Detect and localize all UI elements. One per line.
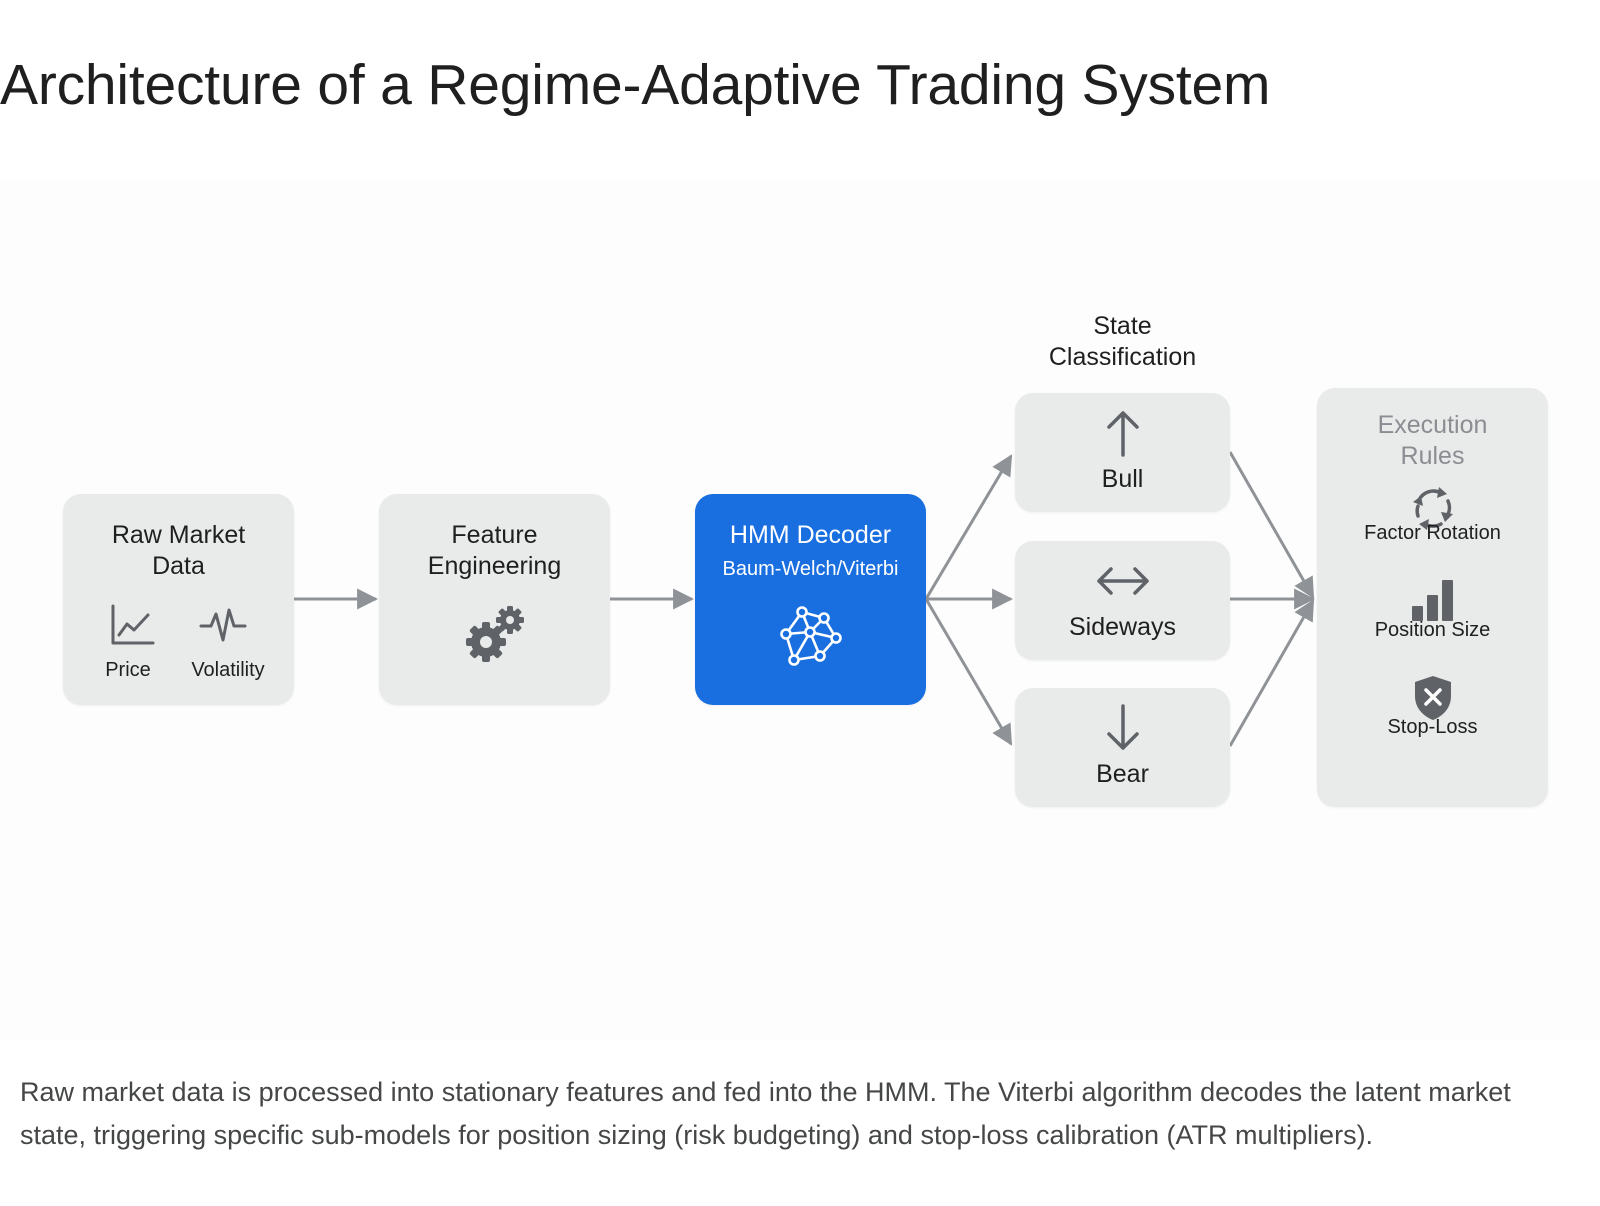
network-icon xyxy=(780,606,842,666)
state-bull-label: Bull xyxy=(1101,465,1144,493)
state-bear-label: Bear xyxy=(1096,760,1149,788)
shield-x-icon xyxy=(1414,676,1451,720)
state-bull-box: Bull xyxy=(1015,393,1230,512)
state-sideways-box: Sideways xyxy=(1015,541,1230,660)
arrow-up-icon xyxy=(1106,411,1139,457)
hmm-decoder-title: HMM Decoder xyxy=(729,521,892,549)
state-classification-heading: State Classification xyxy=(1015,311,1230,373)
hmm-decoder-box: HMM Decoder Baum-Welch/Viterbi xyxy=(695,494,926,705)
feature-engineering-title-line-1: Feature xyxy=(451,521,538,549)
line-chart-icon xyxy=(111,604,155,645)
gears-icon xyxy=(466,606,524,662)
pulse-icon xyxy=(199,608,247,642)
state-sideways-label: Sideways xyxy=(1069,613,1176,641)
feature-engineering-box: Feature Engineering xyxy=(379,494,610,705)
position-size-label: Position Size xyxy=(1374,619,1491,641)
bar-chart-icon xyxy=(1411,580,1453,621)
state-classification-heading-line-1: State xyxy=(1093,312,1152,340)
execution-rules-title-line-2: Rules xyxy=(1400,442,1465,470)
volatility-label: Volatility xyxy=(191,659,265,681)
raw-market-data-title-line-1: Raw Market xyxy=(111,521,246,549)
state-classification-heading-line-2: Classification xyxy=(1048,343,1197,371)
hmm-decoder-subtitle: Baum-Welch/Viterbi xyxy=(722,558,899,580)
arrow-down-icon xyxy=(1106,704,1139,750)
execution-rules-title: Execution Rules xyxy=(1317,410,1548,472)
execution-rules-box: Execution Rules Factor Rotation Position… xyxy=(1317,388,1548,807)
stop-loss-label: Stop-Loss xyxy=(1387,716,1478,738)
state-bear-box: Bear xyxy=(1015,688,1230,807)
raw-market-data-title-line-2: Data xyxy=(152,552,205,580)
raw-market-data-box: Raw Market Data Price Volatility xyxy=(63,494,294,705)
rotation-icon xyxy=(1412,487,1453,530)
feature-engineering-title-line-2: Engineering xyxy=(427,552,562,580)
figure-caption: Raw market data is processed into statio… xyxy=(20,1077,1511,1150)
factor-rotation-label: Factor Rotation xyxy=(1364,522,1501,544)
feature-engineering-title: Feature Engineering xyxy=(379,520,610,582)
raw-market-data-title: Raw Market Data xyxy=(63,520,294,582)
arrow-left-right-icon xyxy=(1096,567,1149,595)
execution-rules-title-line-1: Execution xyxy=(1377,411,1488,439)
page-title: Architecture of a Regime-Adaptive Tradin… xyxy=(0,53,1271,117)
price-label: Price xyxy=(105,659,151,681)
